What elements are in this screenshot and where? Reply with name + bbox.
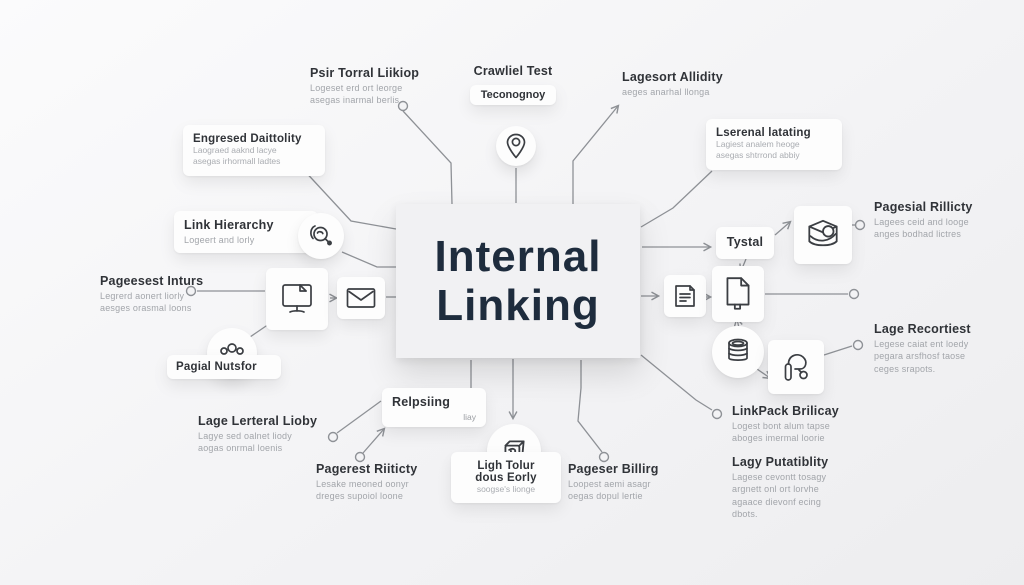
node-title: Lage Lerteral Lioby bbox=[198, 414, 318, 428]
node-subtext: Logest bont alum tapse bbox=[732, 420, 830, 431]
node-lage-lerteral: Lage Lerteral Lioby Lagye sed oalnet lio… bbox=[198, 414, 348, 455]
node-subtext: dreges supoiol loone bbox=[316, 491, 404, 502]
node-subtext: aeges anarhal llonga bbox=[622, 86, 710, 97]
node-crawhel-test: Crawliel Test Teconognoy bbox=[448, 64, 578, 105]
node-subtext: anges bodhad lictres bbox=[874, 229, 962, 240]
node-subtext: asegas irhormall ladtes bbox=[193, 156, 281, 167]
node-subtext: argnett onl ort lorvhe bbox=[732, 484, 819, 495]
node-subtext: Lagese cevontt tosagy bbox=[732, 471, 827, 482]
node-title: Lagy Putatiblity bbox=[732, 455, 829, 469]
node-title-line2: dous Eorly bbox=[475, 472, 537, 484]
node-pagesest: Pageesest Inturs Legrerd aonert liorly a… bbox=[100, 274, 215, 315]
node-subtext: soogse's lionge bbox=[476, 484, 536, 494]
node-subtext: Lagees ceid and looge bbox=[874, 216, 969, 227]
node-engresed-card: Engresed Daittolity Laograed aaknd lacye… bbox=[183, 125, 325, 176]
open-box-icon bbox=[794, 206, 852, 264]
node-title: Psir Torral Liikiop bbox=[310, 66, 420, 80]
node-subtext: pegara arsfhosf taose bbox=[874, 351, 966, 362]
node-title: Link Hierarchy bbox=[184, 218, 274, 232]
node-subtext: Logeert and lorly bbox=[184, 234, 255, 245]
node-pagial-card: Pagial Nutsfor bbox=[167, 355, 281, 379]
node-subtext: agaace dievonf ecing bbox=[732, 496, 822, 507]
database-icon bbox=[712, 326, 764, 378]
node-pagesial: Pagesial Rillicty Lagees ceid and looge … bbox=[874, 200, 1016, 241]
node-pagerest: Pagerest Riiticty Lesake meoned oonyr dr… bbox=[316, 462, 451, 503]
node-title: Pageesest Inturs bbox=[100, 274, 204, 288]
central-topic-box: Internal Linking bbox=[396, 204, 640, 358]
node-psir-torral: Psir Torral Liikiop Logeset erd ort leor… bbox=[310, 66, 480, 107]
node-subtext: Logeset erd ort leorge bbox=[310, 82, 403, 93]
node-pageser: Pageser Billirg Loopest aemi asagr oegas… bbox=[568, 462, 698, 503]
envelope-icon bbox=[337, 277, 385, 319]
node-relpsing-card: Relpsiing liay bbox=[382, 388, 486, 427]
node-subtext: aboges imermal loorie bbox=[732, 433, 825, 444]
node-subtext: asegas shtrrond abbiy bbox=[716, 150, 800, 161]
node-subtext: oegas dopul lertie bbox=[568, 491, 643, 502]
search-icon bbox=[298, 213, 344, 259]
node-subtext: ceges srapots. bbox=[874, 363, 936, 374]
node-linkpack: LinkPack Brilicay Logest bont alum tapse… bbox=[732, 404, 894, 445]
node-subtext: asegas inarmal berlis bbox=[310, 95, 400, 106]
monitor-page-icon bbox=[266, 268, 328, 330]
node-lserenal-card: Lserenal latating Lagiest analem heoge a… bbox=[706, 119, 842, 170]
document-lines-icon bbox=[664, 275, 706, 317]
node-title: Pagerest Riiticty bbox=[316, 462, 418, 476]
central-title-line1: Internal bbox=[434, 231, 602, 281]
node-title: Lage Recortiest bbox=[874, 322, 971, 336]
route-path-icon bbox=[768, 340, 824, 394]
node-ligh-tolar-card: Ligh Tolur dous Eorly soogse's lionge bbox=[451, 452, 561, 504]
node-subtext: dbots. bbox=[732, 509, 758, 520]
node-title-line1: Ligh Tolur bbox=[477, 460, 535, 472]
node-title: Lserenal latating bbox=[716, 127, 811, 139]
file-page-icon bbox=[712, 266, 764, 322]
node-title: Pagesial Rillicty bbox=[874, 200, 973, 214]
node-subtext: Legrerd aonert liorly bbox=[100, 290, 185, 301]
node-subtext: aesges orasmal loons bbox=[100, 303, 192, 314]
node-link-hierarchy-card: Link Hierarchy Logeert and lorly bbox=[174, 211, 318, 254]
node-subtext: Lesake meoned oonyr bbox=[316, 478, 409, 489]
node-tystal-card: Tystal bbox=[716, 227, 774, 259]
node-title: Relpsiing bbox=[392, 395, 451, 409]
node-badge: Teconognoy bbox=[469, 84, 557, 105]
node-title: Engresed Daittolity bbox=[193, 133, 302, 145]
node-lage-recortiest: Lage Recortiest Legese caiat ent loedy p… bbox=[874, 322, 1020, 375]
node-title: Tystal bbox=[726, 235, 764, 249]
node-subtext: aogas onrmal loenis bbox=[198, 443, 283, 454]
node-subtext: Laograed aaknd lacye bbox=[193, 145, 277, 155]
node-subtext: Lagye sed oalnet liody bbox=[198, 430, 292, 441]
node-title: Crawliel Test bbox=[473, 64, 553, 78]
node-title: LinkPack Brilicay bbox=[732, 404, 839, 418]
node-subtext: Lagiest analem heoge bbox=[716, 139, 800, 149]
node-subtext: Legese caiat ent loedy bbox=[874, 338, 969, 349]
node-title: Pageser Billirg bbox=[568, 462, 659, 476]
node-subtext: Loopest aemi asagr bbox=[568, 478, 651, 489]
node-lagy-putatiblity: Lagy Putatiblity Lagese cevontt tosagy a… bbox=[732, 455, 894, 521]
location-pin-icon bbox=[496, 126, 536, 166]
node-subtext: liay bbox=[463, 411, 476, 422]
node-title: Pagial Nutsfor bbox=[176, 361, 257, 373]
node-title: Lagesort Allidity bbox=[622, 70, 723, 84]
central-title-line2: Linking bbox=[436, 281, 600, 330]
node-lagesort: Lagesort Allidity aeges anarhal llonga bbox=[622, 70, 752, 98]
